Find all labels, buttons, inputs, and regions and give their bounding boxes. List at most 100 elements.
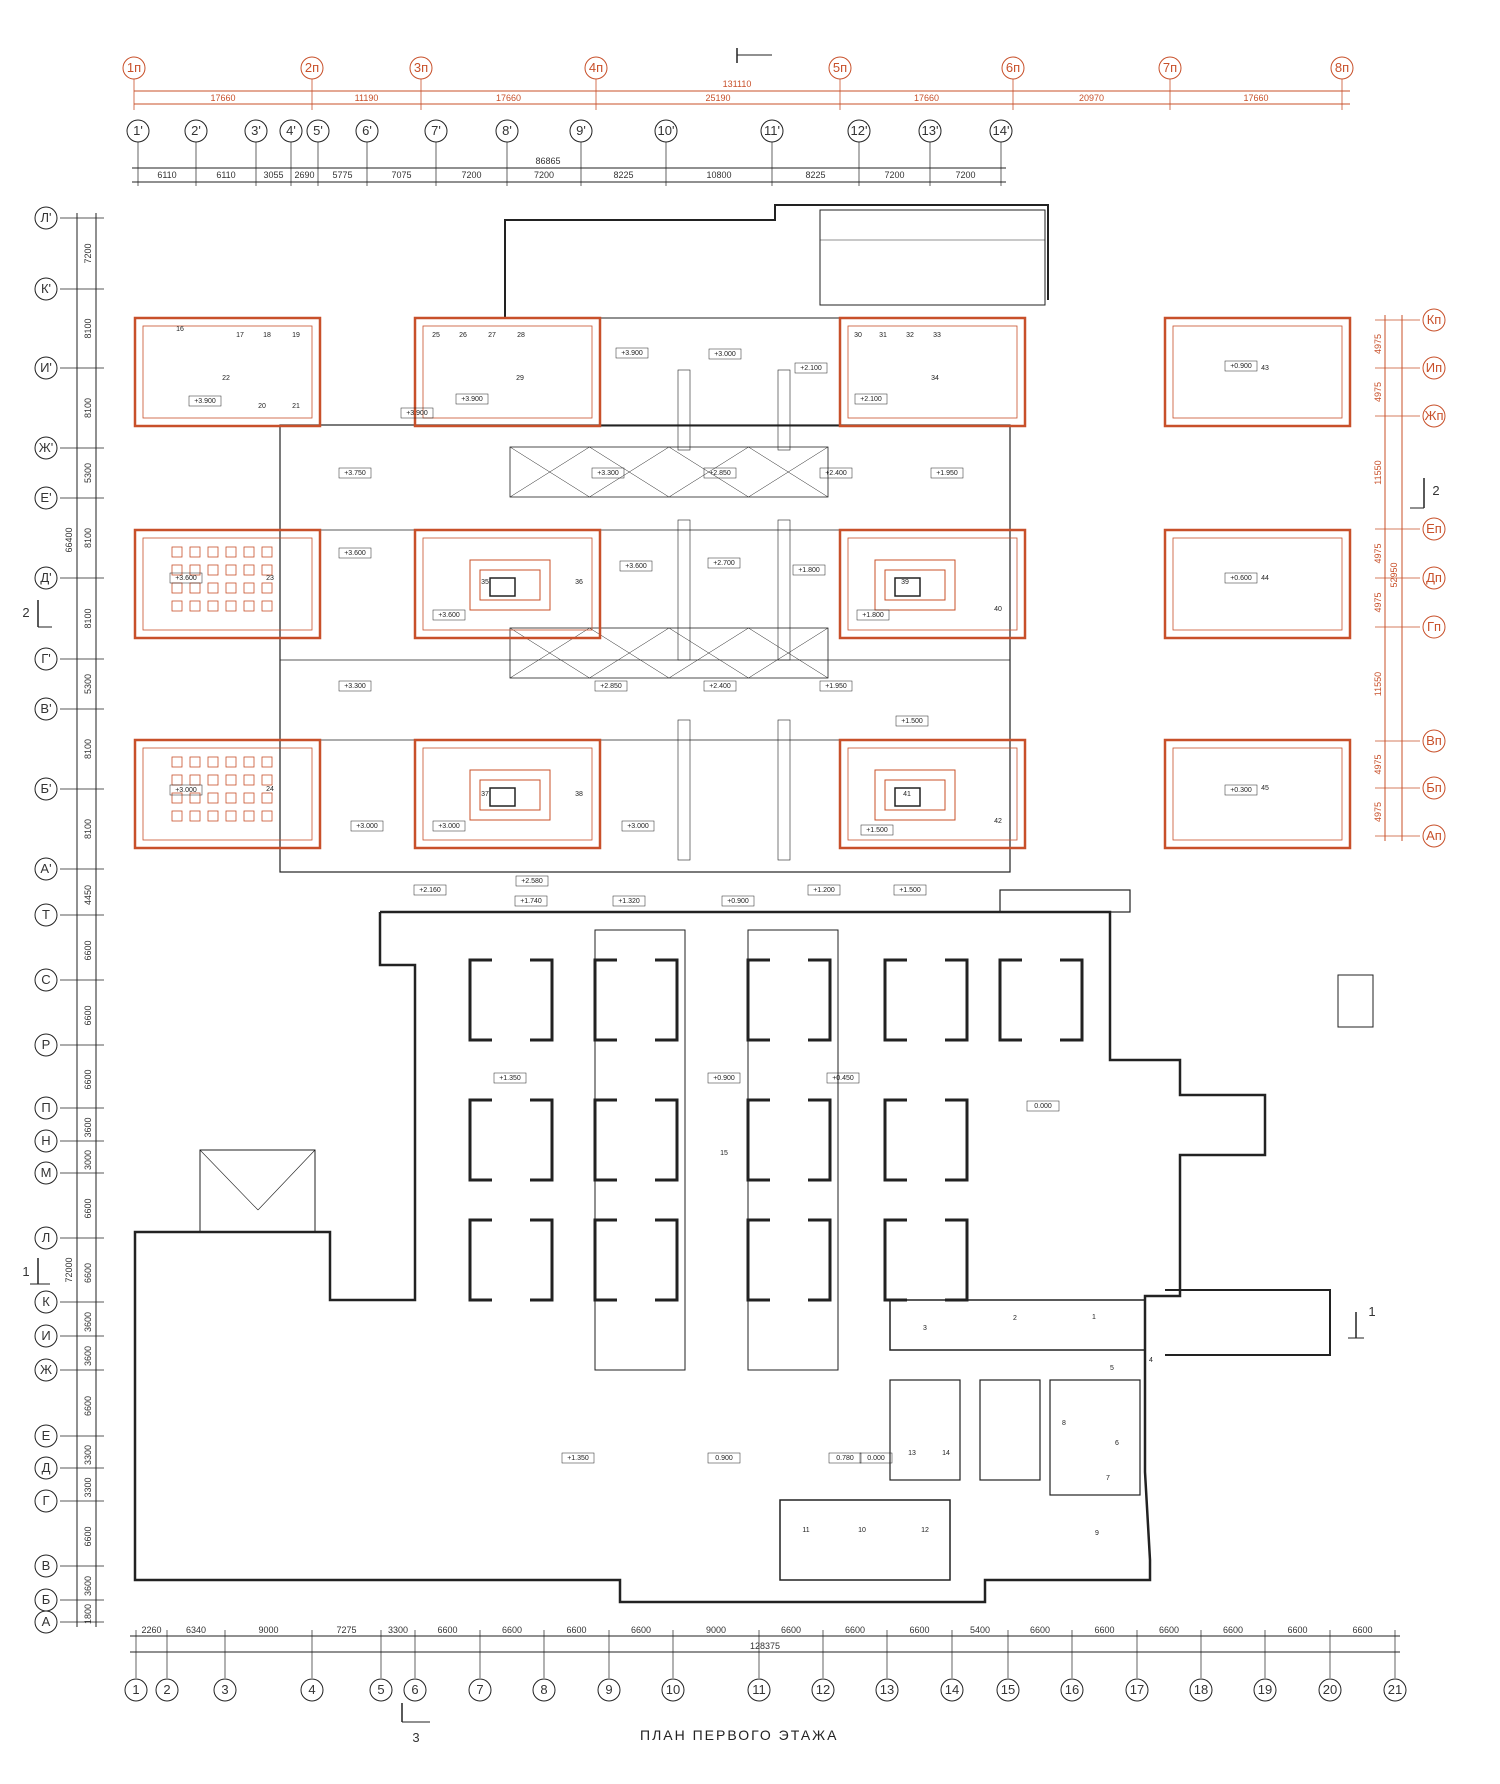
level-mark-box (400, 407, 434, 419)
red-building-3 (133, 528, 322, 640)
room-number-17: 17 (236, 332, 244, 339)
prime-axis-0-label: 1' (133, 123, 143, 138)
pier-right-10 (1060, 958, 1084, 1042)
lower-wc-block (979, 1379, 1041, 1481)
bottom-axis-4-label: 5 (377, 1682, 384, 1697)
right-red-span-dim: 4975 (1373, 754, 1383, 774)
right-red-span-dim: 4975 (1373, 802, 1383, 822)
red-building-6 (133, 738, 322, 850)
seat-1 (225, 774, 237, 786)
escalator-2 (677, 519, 691, 661)
level-mark: +3.600 (625, 563, 647, 570)
seat-1 (207, 810, 219, 822)
room-number-33: 33 (933, 332, 941, 339)
spiral-outer-1 (874, 559, 956, 611)
room-number-5: 5 (1110, 1365, 1114, 1372)
level-mark: +2.850 (709, 470, 731, 477)
left-main-axis-7-bubble (34, 1290, 58, 1314)
pier-left-11 (883, 1098, 907, 1182)
seat-0 (207, 582, 219, 594)
left-main-axis-14-label: Б (42, 1592, 51, 1607)
level-mark: +3.600 (344, 550, 366, 557)
level-mark-box (826, 1072, 860, 1084)
level-mark-box (708, 348, 742, 360)
seat-1 (243, 756, 255, 768)
red-axis-2-bubble (409, 56, 433, 80)
room-number-13: 13 (908, 1450, 916, 1457)
seat-0 (207, 600, 219, 612)
seat-1 (171, 792, 183, 804)
ramp-diag (589, 446, 670, 498)
prime-axis-11-bubble (847, 119, 871, 143)
pier-left-8 (746, 1218, 770, 1302)
seat-0 (225, 600, 237, 612)
red-building-inner-11 (1172, 747, 1343, 841)
seat-0 (171, 582, 183, 594)
red-axis-5-label: 6п (1006, 60, 1020, 75)
red-building-7 (413, 738, 602, 850)
bottom-axis-0-bubble (124, 1678, 148, 1702)
seat-0 (243, 582, 255, 594)
right-red-axis-4-label: Дп (1426, 570, 1442, 585)
level-mark: +3.900 (461, 396, 483, 403)
seat-1 (189, 774, 201, 786)
left-main-axis-0-label: Т (42, 907, 50, 922)
bottom-axis-9-label: 10 (666, 1682, 680, 1697)
room-number-39: 39 (901, 579, 909, 586)
level-mark: +3.000 (627, 823, 649, 830)
room-number-20: 20 (258, 403, 266, 410)
right-red-axis-1-bubble (1422, 356, 1446, 380)
level-mark: 0.780 (836, 1455, 854, 1462)
bottom-axis-16-bubble (1125, 1678, 1149, 1702)
bottom-axis-6-bubble (468, 1678, 492, 1702)
bottom-axis-total-dim: 128375 (750, 1641, 780, 1651)
right-red-axis-5-label: Гп (1427, 619, 1441, 634)
level-mark: +2.580 (521, 878, 543, 885)
left-main-span-dim: 1800 (83, 1604, 93, 1624)
spiral-core-0 (489, 577, 516, 597)
prime-axis-9-label: 10' (658, 123, 675, 138)
right-red-axis-3-label: Еп (1426, 521, 1442, 536)
spiral-mid-3 (884, 779, 946, 811)
left-prime-span-dim: 5300 (83, 463, 93, 483)
left-main-axis-9-bubble (34, 1358, 58, 1382)
red-building-9 (1163, 316, 1352, 428)
prime-axis-span-dim: 7200 (534, 170, 554, 180)
seat-0 (225, 564, 237, 576)
left-main-span-dim: 6600 (83, 1526, 93, 1546)
bottom-axis-15-bubble (1060, 1678, 1084, 1702)
room-number-12: 12 (921, 1527, 929, 1534)
seat-0 (261, 546, 273, 558)
bottom-axis-11-bubble (811, 1678, 835, 1702)
seat-1 (171, 810, 183, 822)
red-axis-4-label: 5п (833, 60, 847, 75)
seat-1 (243, 774, 255, 786)
seat-0 (225, 546, 237, 558)
right-red-axis-4-bubble (1422, 566, 1446, 590)
bottom-axis-14-label: 15 (1001, 1682, 1015, 1697)
left-prime-axis-4-bubble (34, 486, 58, 510)
level-mark: +1.740 (520, 898, 542, 905)
right-red-span-dim: 4975 (1373, 334, 1383, 354)
level-mark: 0.900 (715, 1455, 733, 1462)
spiral-mid-1 (884, 569, 946, 601)
level-mark-box (561, 1452, 595, 1464)
bottom-axis-span-dim: 6600 (845, 1625, 865, 1635)
seat-0 (261, 600, 273, 612)
level-mark-box (828, 1452, 862, 1464)
lower-building-outline (133, 910, 1267, 1604)
left-main-span-dim: 6600 (83, 1069, 93, 1089)
red-axis-7-label: 8п (1335, 60, 1349, 75)
bottom-axis-span-dim: 3300 (388, 1625, 408, 1635)
prime-axis-12-label: 13' (922, 123, 939, 138)
prime-axis-span-dim: 3055 (263, 170, 283, 180)
room-number-45: 45 (1261, 785, 1269, 792)
prime-axis-span-dim: 7200 (955, 170, 975, 180)
left-main-axis-11-bubble (34, 1456, 58, 1480)
ramp-diag (748, 446, 829, 498)
prime-axis-span-dim: 8225 (805, 170, 825, 180)
left-prime-span-dim: 8100 (83, 819, 93, 839)
left-prime-span-dim: 8100 (83, 528, 93, 548)
room-number-1: 1 (1092, 1314, 1096, 1321)
pier-right-1 (530, 1098, 554, 1182)
